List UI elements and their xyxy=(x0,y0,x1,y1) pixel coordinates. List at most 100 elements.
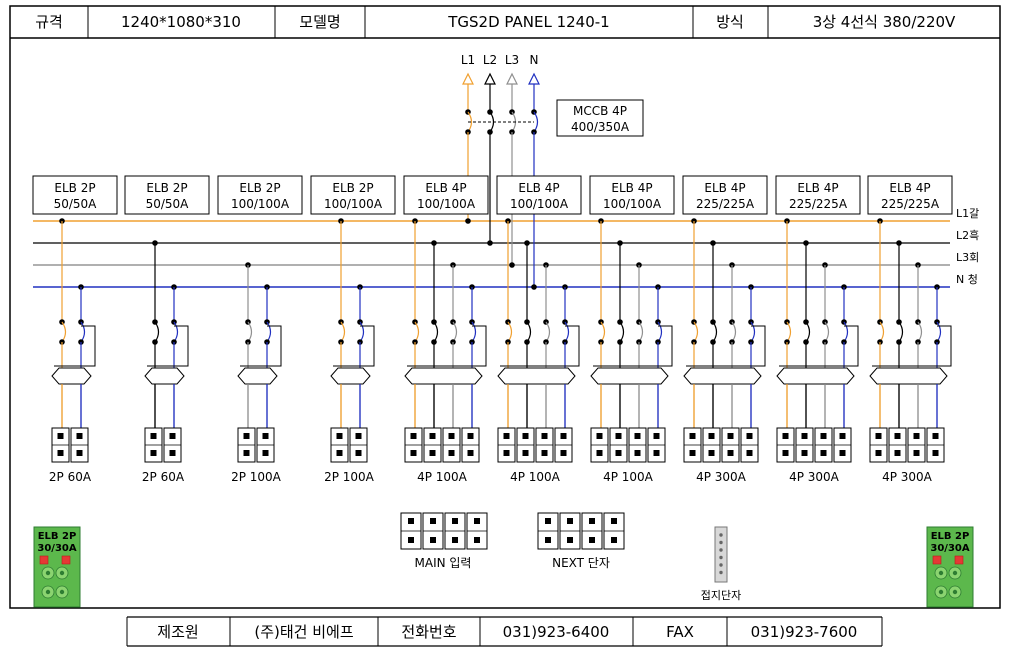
terminal-screw xyxy=(430,537,436,543)
branch-rating-label: 100/100A xyxy=(231,197,290,211)
next-terminal-label: NEXT 단자 xyxy=(552,556,610,570)
branch-type-label: ELB 4P xyxy=(797,181,838,195)
phase-arrow xyxy=(462,72,474,85)
branch-label-frame xyxy=(867,175,953,215)
terminal-screw xyxy=(408,537,414,543)
zct-sensor xyxy=(590,367,669,385)
branch-rating-label: 225/225A xyxy=(696,197,755,211)
branch-label-frame xyxy=(496,175,582,215)
bus-l1-label: L1갈 xyxy=(956,206,979,220)
main-bus-junction xyxy=(487,240,493,246)
main-bus-junction xyxy=(465,218,471,224)
branch-output-label: 4P 100A xyxy=(603,470,654,484)
branch-switch-arc xyxy=(657,321,663,343)
terminal-screw xyxy=(410,450,417,456)
phase-arrow xyxy=(528,72,540,85)
screw-center-icon xyxy=(45,589,51,595)
branch-rating-label: 100/100A xyxy=(603,197,662,211)
terminal-screw xyxy=(746,450,753,456)
footer-phone-label: 전화번호 xyxy=(401,623,456,641)
main-breaker-box: MCCB 4P 400/350A xyxy=(556,99,644,137)
zct-sensor xyxy=(683,367,762,385)
model-label: 모델명 xyxy=(299,13,340,31)
branch-label-frame xyxy=(32,175,118,215)
screw-center-icon xyxy=(952,570,958,576)
side-breaker-right-line2: 30/30A xyxy=(930,543,969,554)
terminal-screw xyxy=(727,433,734,439)
branch-switch-arc xyxy=(173,321,179,343)
main-input-label: MAIN 입력 xyxy=(415,556,472,570)
branch-switch-arc xyxy=(936,321,942,343)
bus-labels: L1갈 L2흑 L3회 N 청 xyxy=(956,206,979,286)
spec-label: 규격 xyxy=(35,13,63,31)
ground-terminal-hole xyxy=(719,548,723,552)
screw-center-icon xyxy=(938,570,944,576)
branch-switch-arc xyxy=(843,321,849,343)
terminal-screw xyxy=(150,450,157,456)
branch-circuit-9 xyxy=(776,218,859,463)
terminal-screw xyxy=(567,518,573,524)
branch-label-frame xyxy=(682,175,768,215)
bottom-terminals xyxy=(400,512,625,550)
terminal-screw xyxy=(541,433,548,439)
branch-output-label: 2P 60A xyxy=(142,470,185,484)
branch-switch-arc xyxy=(359,321,365,343)
main-bus-junction xyxy=(509,262,515,268)
terminal-screw xyxy=(448,450,455,456)
main-bus-junction xyxy=(531,284,537,290)
branch-switch-arc xyxy=(898,321,904,343)
branch-switch-arc xyxy=(247,321,253,343)
terminal-screw xyxy=(913,433,920,439)
phase-l2-label: L2 xyxy=(483,53,497,67)
side-breaker-right: ELB 2P 30/30A xyxy=(926,526,974,608)
branch-switch-arc xyxy=(564,321,570,343)
branch-label-frame xyxy=(310,175,396,215)
branch-type-label: ELB 4P xyxy=(518,181,559,195)
branch-type-label: ELB 2P xyxy=(332,181,373,195)
branch-output-label: 4P 300A xyxy=(882,470,933,484)
branch-output-label: 4P 100A xyxy=(510,470,561,484)
terminal-screw xyxy=(452,518,458,524)
terminal-screw xyxy=(503,433,510,439)
main-breaker-line2: 400/350A xyxy=(571,120,630,134)
footer-table: 제조원 (주)태건 비에프 전화번호 031)923-6400 FAX 031)… xyxy=(126,616,883,647)
branch-circuits xyxy=(51,218,952,463)
method-value: 3상 4선식 380/220V xyxy=(813,13,956,31)
elb-test-loop xyxy=(872,325,952,367)
terminal-screw xyxy=(355,433,362,439)
terminal-screw xyxy=(169,433,176,439)
ground-terminal-hole xyxy=(719,570,723,575)
terminal-screw xyxy=(355,450,362,456)
branch-label-box-9: ELB 4P 225/225A xyxy=(775,175,861,215)
terminal-screw xyxy=(689,433,696,439)
terminal-screw xyxy=(262,433,269,439)
branch-label-frame xyxy=(589,175,675,215)
ground-terminal-hole xyxy=(719,540,723,545)
branch-switch-arc xyxy=(507,321,513,343)
footer-maker-value: (주)태건 비에프 xyxy=(254,623,353,641)
side-breaker-left-line1: ELB 2P xyxy=(38,531,77,542)
terminal-screw xyxy=(430,518,436,524)
terminal-screw xyxy=(839,450,846,456)
branch-output-label: 4P 300A xyxy=(789,470,840,484)
elb-test-loop xyxy=(407,325,487,367)
terminal-screw xyxy=(932,450,939,456)
branch-switch-arc xyxy=(80,321,86,343)
phase-l1-label: L1 xyxy=(461,53,475,67)
terminal-screw xyxy=(560,433,567,439)
phase-labels: L1 L2 L3 N xyxy=(461,53,539,67)
terminal-screw xyxy=(429,433,436,439)
ground-terminal-label: 접지단자 xyxy=(701,589,741,602)
branch-circuit-6 xyxy=(497,218,580,463)
branch-rating-label: 225/225A xyxy=(789,197,848,211)
branch-label-frame xyxy=(217,175,303,215)
terminal-screw xyxy=(150,433,157,439)
zct-sensor xyxy=(237,367,278,385)
terminal-screw xyxy=(467,450,474,456)
terminal-screw xyxy=(615,450,622,456)
main-breaker-line1: MCCB 4P xyxy=(573,104,627,118)
